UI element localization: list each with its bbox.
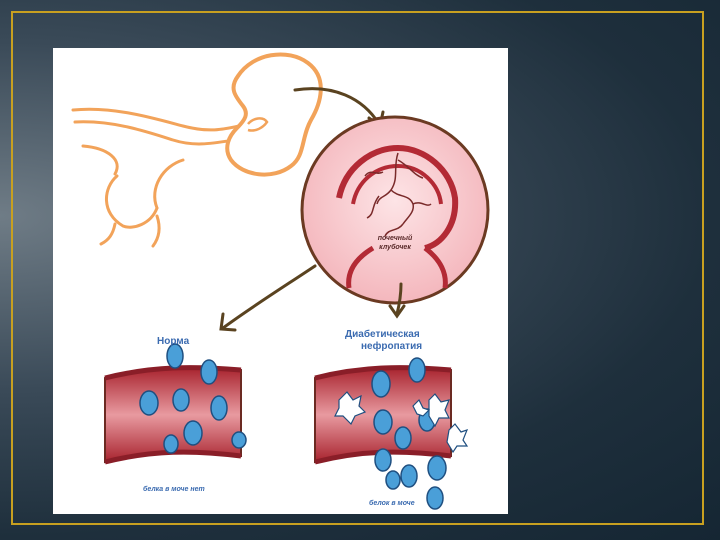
normal-label: Норма xyxy=(157,336,190,347)
diabetic-label-line1: Диабетическая xyxy=(345,329,420,340)
kidney xyxy=(225,52,323,177)
diagram-svg: почечный клубочек xyxy=(71,52,490,510)
arrow-to-diabetic xyxy=(388,282,406,319)
glomerulus-label-line1: почечный xyxy=(378,234,413,242)
diabetic-caption: белок в моче xyxy=(369,500,415,507)
urinary-tract xyxy=(71,107,250,248)
normal-vessel xyxy=(104,343,247,465)
normal-caption: белка в моче нет xyxy=(143,486,205,493)
nephropathy-illustration: почечный клубочек xyxy=(53,48,508,514)
glomerulus-label-line2: клубочек xyxy=(379,243,411,251)
diabetic-label-line2: нефропатия xyxy=(361,341,423,352)
diabetic-vessel xyxy=(314,357,469,510)
arrow-to-normal xyxy=(219,264,317,332)
slide-frame xyxy=(11,11,704,525)
glomerulus-circle xyxy=(300,115,490,305)
